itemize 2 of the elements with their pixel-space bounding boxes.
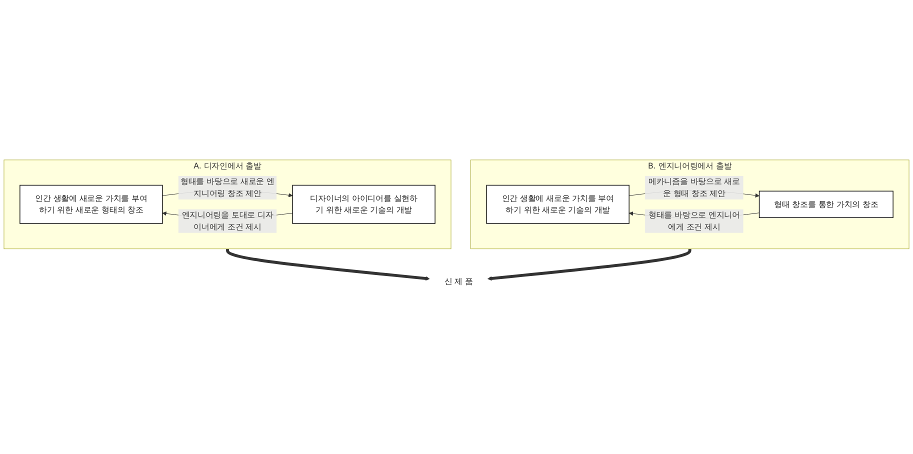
arrow: [488, 248, 692, 280]
arrow: [226, 248, 430, 280]
